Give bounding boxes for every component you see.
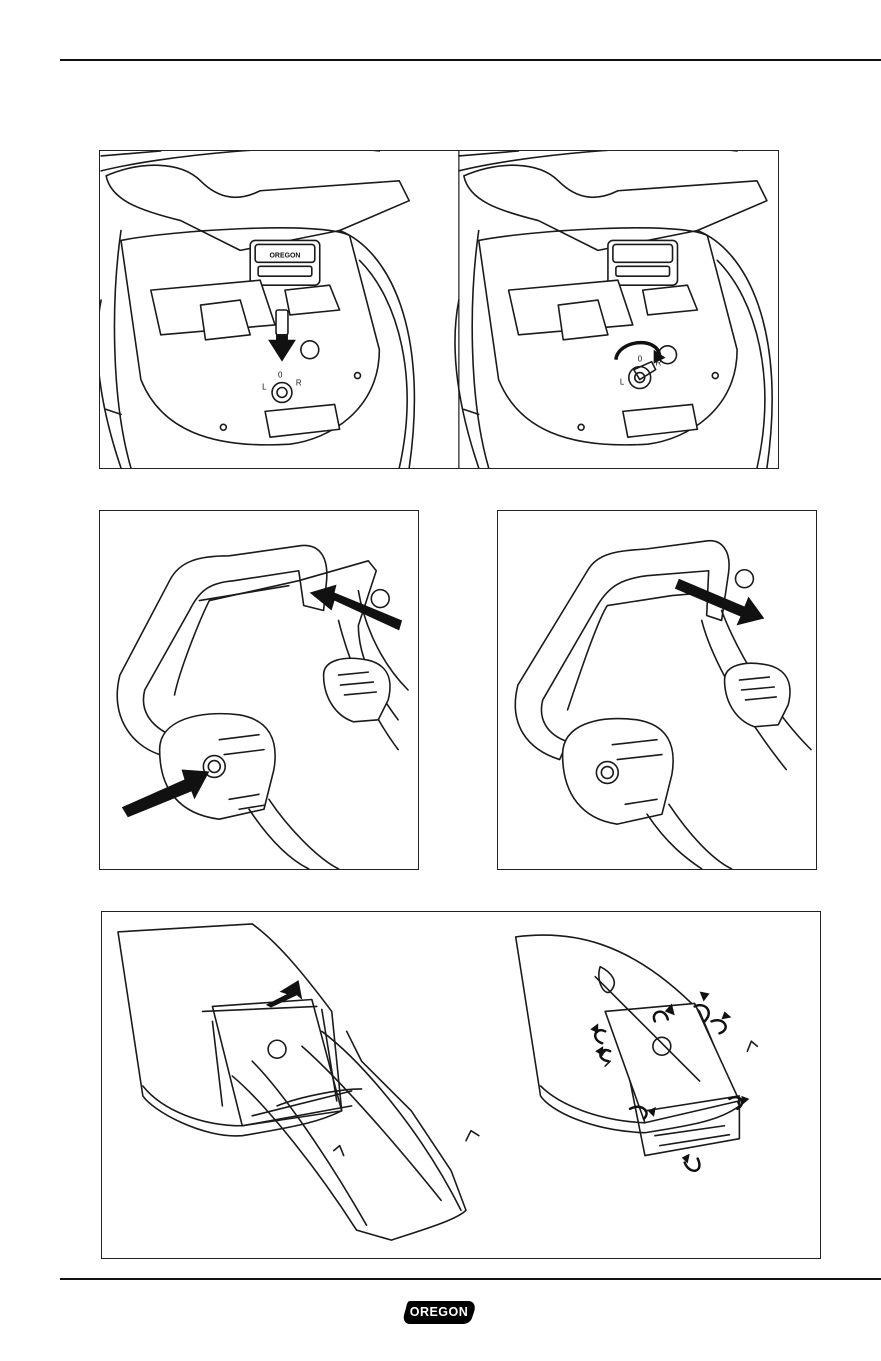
oregon-logo: OREGON: [402, 1300, 476, 1325]
grass-bag-insert-illustration: [118, 924, 479, 1240]
header-rule: [60, 59, 881, 61]
key-switch-label-0: 0: [278, 371, 283, 380]
key-switch-label-l: L: [620, 378, 625, 387]
key-switch-label-0: 0: [638, 355, 643, 364]
grass-bag-attach-illustration: [516, 935, 758, 1171]
handle-release-drawing: [498, 511, 816, 869]
footer-rule: [60, 1278, 881, 1280]
key-switch-label-l: L: [262, 382, 267, 391]
key-switch-label-r: R: [656, 359, 662, 368]
figure-grass-bag-panel: [101, 911, 821, 1259]
key-turn-illustration: L 0 R: [455, 151, 772, 468]
control-badge-brand: OREGON: [270, 252, 301, 259]
figure-handle-release-panel: [497, 510, 817, 870]
key-switch-label-r: R: [296, 379, 302, 388]
figure-key-drawing: OREGON L 0 R: [100, 151, 778, 468]
handle-press-drawing: [100, 511, 418, 869]
grass-bag-drawing: [102, 912, 820, 1258]
logo-text: OREGON: [402, 1300, 476, 1325]
figure-handle-press-panel: [99, 510, 419, 870]
figure-key-panel: OREGON L 0 R: [99, 150, 779, 469]
key-insert-illustration: OREGON L 0 R: [100, 151, 414, 468]
